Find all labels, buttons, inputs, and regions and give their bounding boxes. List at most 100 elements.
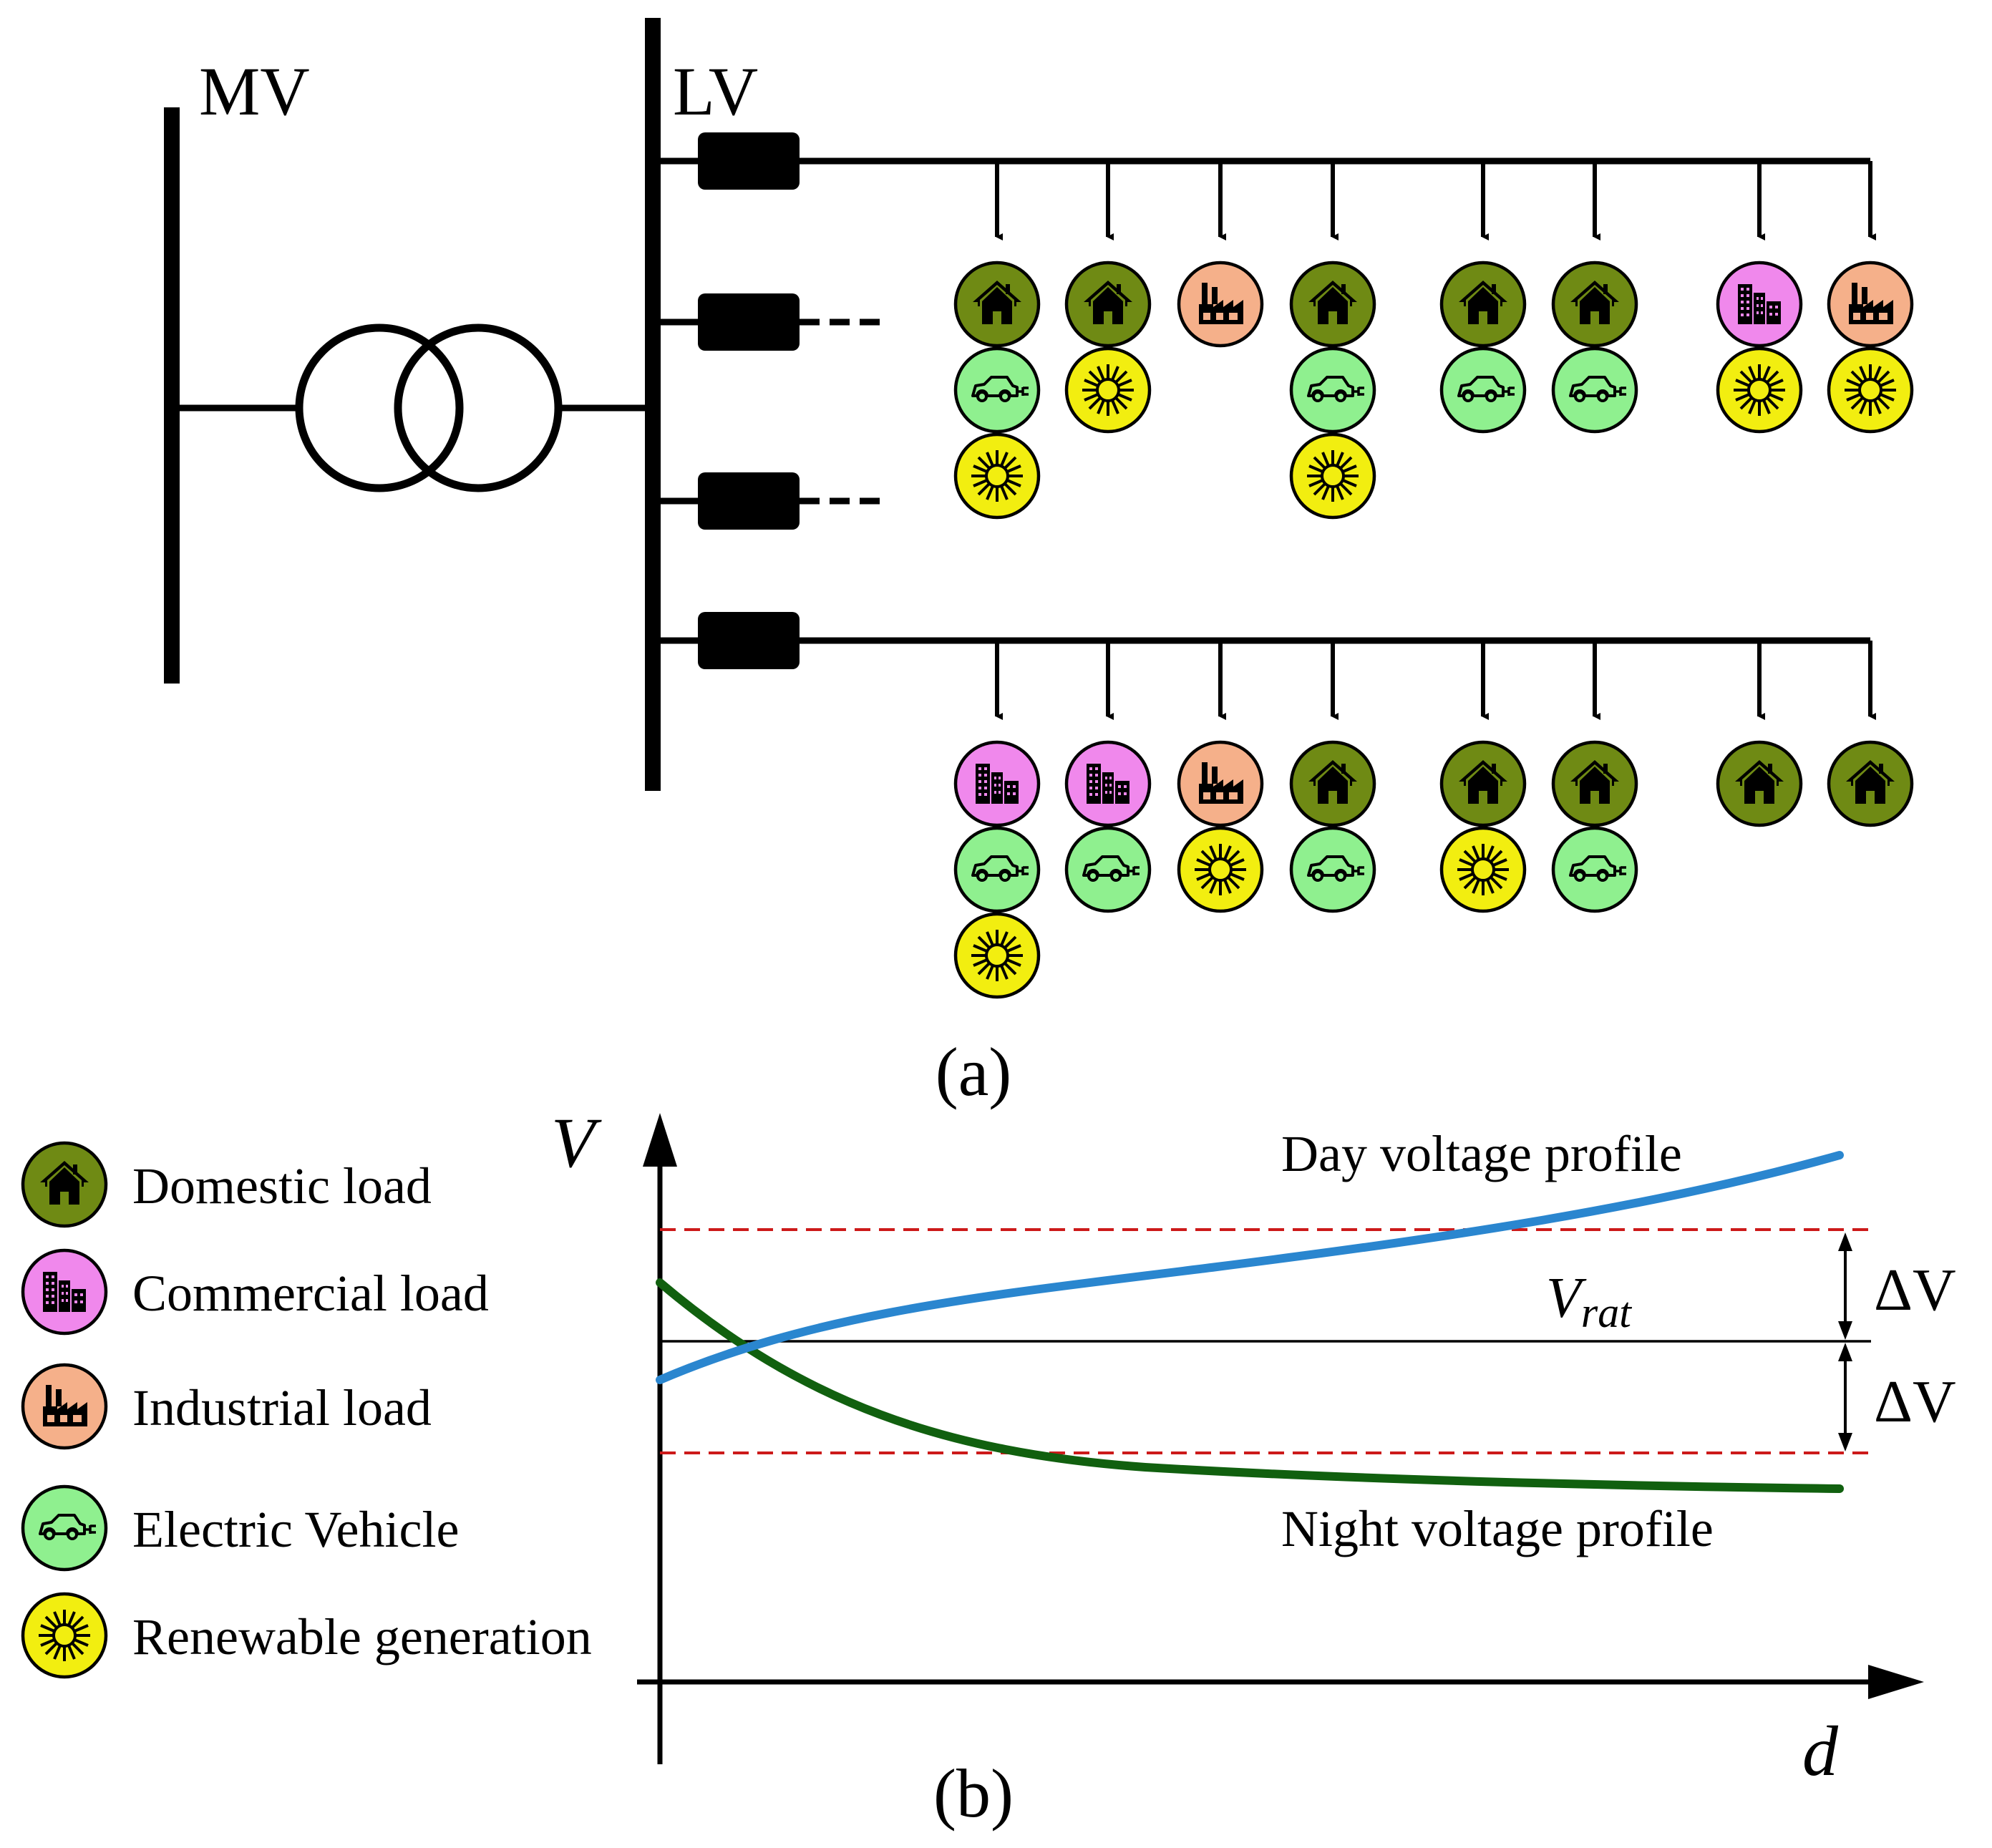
legend-label-ev: Electric Vehicle — [132, 1501, 459, 1558]
network-section: MV LV (a) — [164, 18, 1914, 1110]
ev-symbol-background — [953, 346, 1041, 434]
delta-upper-arrowhead-top — [1838, 1232, 1852, 1251]
delta-upper-arrowhead-bottom — [1838, 1321, 1852, 1340]
legend-item-domestic: Domestic load — [21, 1141, 432, 1228]
ev-node-symbol — [953, 826, 1041, 913]
renewable-node-symbol — [1064, 346, 1152, 434]
sun-icon — [1843, 363, 1898, 417]
day-profile-label: Day voltage profile — [1281, 1125, 1682, 1182]
delta-lower-arrowhead-bottom — [1838, 1433, 1852, 1451]
caption-a: (a) — [936, 1034, 1012, 1110]
domestic-node-symbol — [1289, 740, 1376, 827]
night-voltage-curve — [656, 1278, 1844, 1493]
lv-feeder — [653, 472, 888, 530]
delta-lower-arrowhead-top — [1838, 1343, 1852, 1361]
ev-symbol-background — [1289, 826, 1376, 913]
feeder-breaker — [698, 612, 800, 669]
industrial-node-symbol — [1177, 740, 1264, 827]
ev-node-symbol — [1289, 826, 1376, 913]
renewable-node-symbol — [953, 912, 1041, 999]
renewable-node-symbol — [1177, 826, 1264, 913]
domestic-node-symbol — [1439, 261, 1527, 348]
sun-icon — [37, 1608, 92, 1663]
ev-node-symbol — [1551, 346, 1638, 434]
caption-b: (b) — [933, 1755, 1014, 1832]
legend-item-ev: Electric Vehicle — [21, 1484, 459, 1572]
legend-item-commercial: Commercial load — [21, 1248, 489, 1336]
ev-symbol-background — [1551, 826, 1638, 913]
renewable-node-symbol — [1289, 432, 1376, 520]
rated-voltage-symbol: V — [1546, 1267, 1587, 1330]
ev-symbol-background — [1064, 826, 1152, 913]
industrial-node-symbol — [1177, 261, 1264, 348]
feeder-breaker — [698, 472, 800, 530]
sun-icon — [970, 449, 1024, 503]
ev-symbol-background — [21, 1484, 108, 1572]
domestic-node-symbol — [1289, 261, 1376, 348]
transformer-primary-winding — [295, 324, 464, 492]
ev-node-symbol — [953, 346, 1041, 434]
transformer — [295, 324, 563, 492]
ev-node-symbol — [1064, 826, 1152, 913]
mv-label: MV — [199, 53, 310, 130]
renewable-node-symbol — [1827, 346, 1914, 434]
domestic-node-symbol — [1439, 740, 1527, 827]
rated-voltage-subscript: rat — [1581, 1289, 1632, 1336]
legend-item-renewable: Renewable generation — [21, 1592, 592, 1679]
sun-icon — [1081, 363, 1135, 417]
industrial-node-symbol — [1827, 261, 1914, 348]
domestic-node-symbol — [953, 261, 1041, 348]
ev-symbol-background — [953, 826, 1041, 913]
legend-swatch-ev — [21, 1484, 108, 1572]
legend-label-renewable: Renewable generation — [132, 1608, 592, 1665]
x-axis-arrowhead — [1868, 1665, 1924, 1699]
commercial-node-symbol — [953, 740, 1041, 827]
ev-symbol-background — [1289, 346, 1376, 434]
legend-label-industrial: Industrial load — [132, 1379, 432, 1436]
ev-symbol-background — [1439, 346, 1527, 434]
delta-v-lower-label: ΔV — [1874, 1368, 1956, 1435]
sun-icon — [1306, 449, 1360, 503]
domestic-node-symbol — [1551, 740, 1638, 827]
commercial-node-symbol — [1064, 740, 1152, 827]
legend-swatch-commercial — [21, 1248, 108, 1336]
domestic-node-symbol — [1716, 740, 1803, 827]
domestic-node-symbol — [1827, 740, 1914, 827]
ev-node-symbol — [1551, 826, 1638, 913]
node-symbols — [953, 261, 1914, 999]
rated-voltage-label: Vrat — [1546, 1267, 1632, 1336]
feeder-breaker — [698, 132, 800, 190]
renewable-node-symbol — [1439, 826, 1527, 913]
ev-node-symbol — [1439, 346, 1527, 434]
lv-feeder — [653, 132, 1876, 240]
lv-feeder — [653, 293, 888, 351]
x-axis-label: d — [1802, 1711, 1839, 1791]
transformer-secondary-winding — [394, 324, 563, 492]
legend-swatch-domestic — [21, 1141, 108, 1228]
lv-feeder — [653, 612, 1876, 720]
legend-swatch-industrial — [21, 1363, 108, 1450]
voltage-profile-plot: V d Vrat ΔV ΔV Day voltage profile Night… — [551, 1103, 1956, 1832]
ev-node-symbol — [1289, 346, 1376, 434]
legend-swatch-renewable — [21, 1592, 108, 1679]
domestic-node-symbol — [1064, 261, 1152, 348]
day-voltage-curve — [656, 1151, 1844, 1384]
sun-icon — [1193, 842, 1248, 897]
sun-icon — [1732, 363, 1787, 417]
y-axis-arrowhead — [643, 1113, 677, 1167]
sun-icon — [1456, 842, 1510, 897]
sun-icon — [970, 928, 1024, 983]
ev-symbol-background — [1551, 346, 1638, 434]
renewable-node-symbol — [1716, 346, 1803, 434]
lv-label: LV — [673, 53, 758, 130]
feeder-breaker — [698, 293, 800, 351]
domestic-node-symbol — [1551, 261, 1638, 348]
feeders — [653, 132, 1876, 720]
commercial-node-symbol — [1716, 261, 1803, 348]
renewable-node-symbol — [953, 432, 1041, 520]
delta-v-upper-label: ΔV — [1874, 1257, 1956, 1323]
legend-label-domestic: Domestic load — [132, 1157, 432, 1215]
night-profile-label: Night voltage profile — [1281, 1500, 1714, 1557]
